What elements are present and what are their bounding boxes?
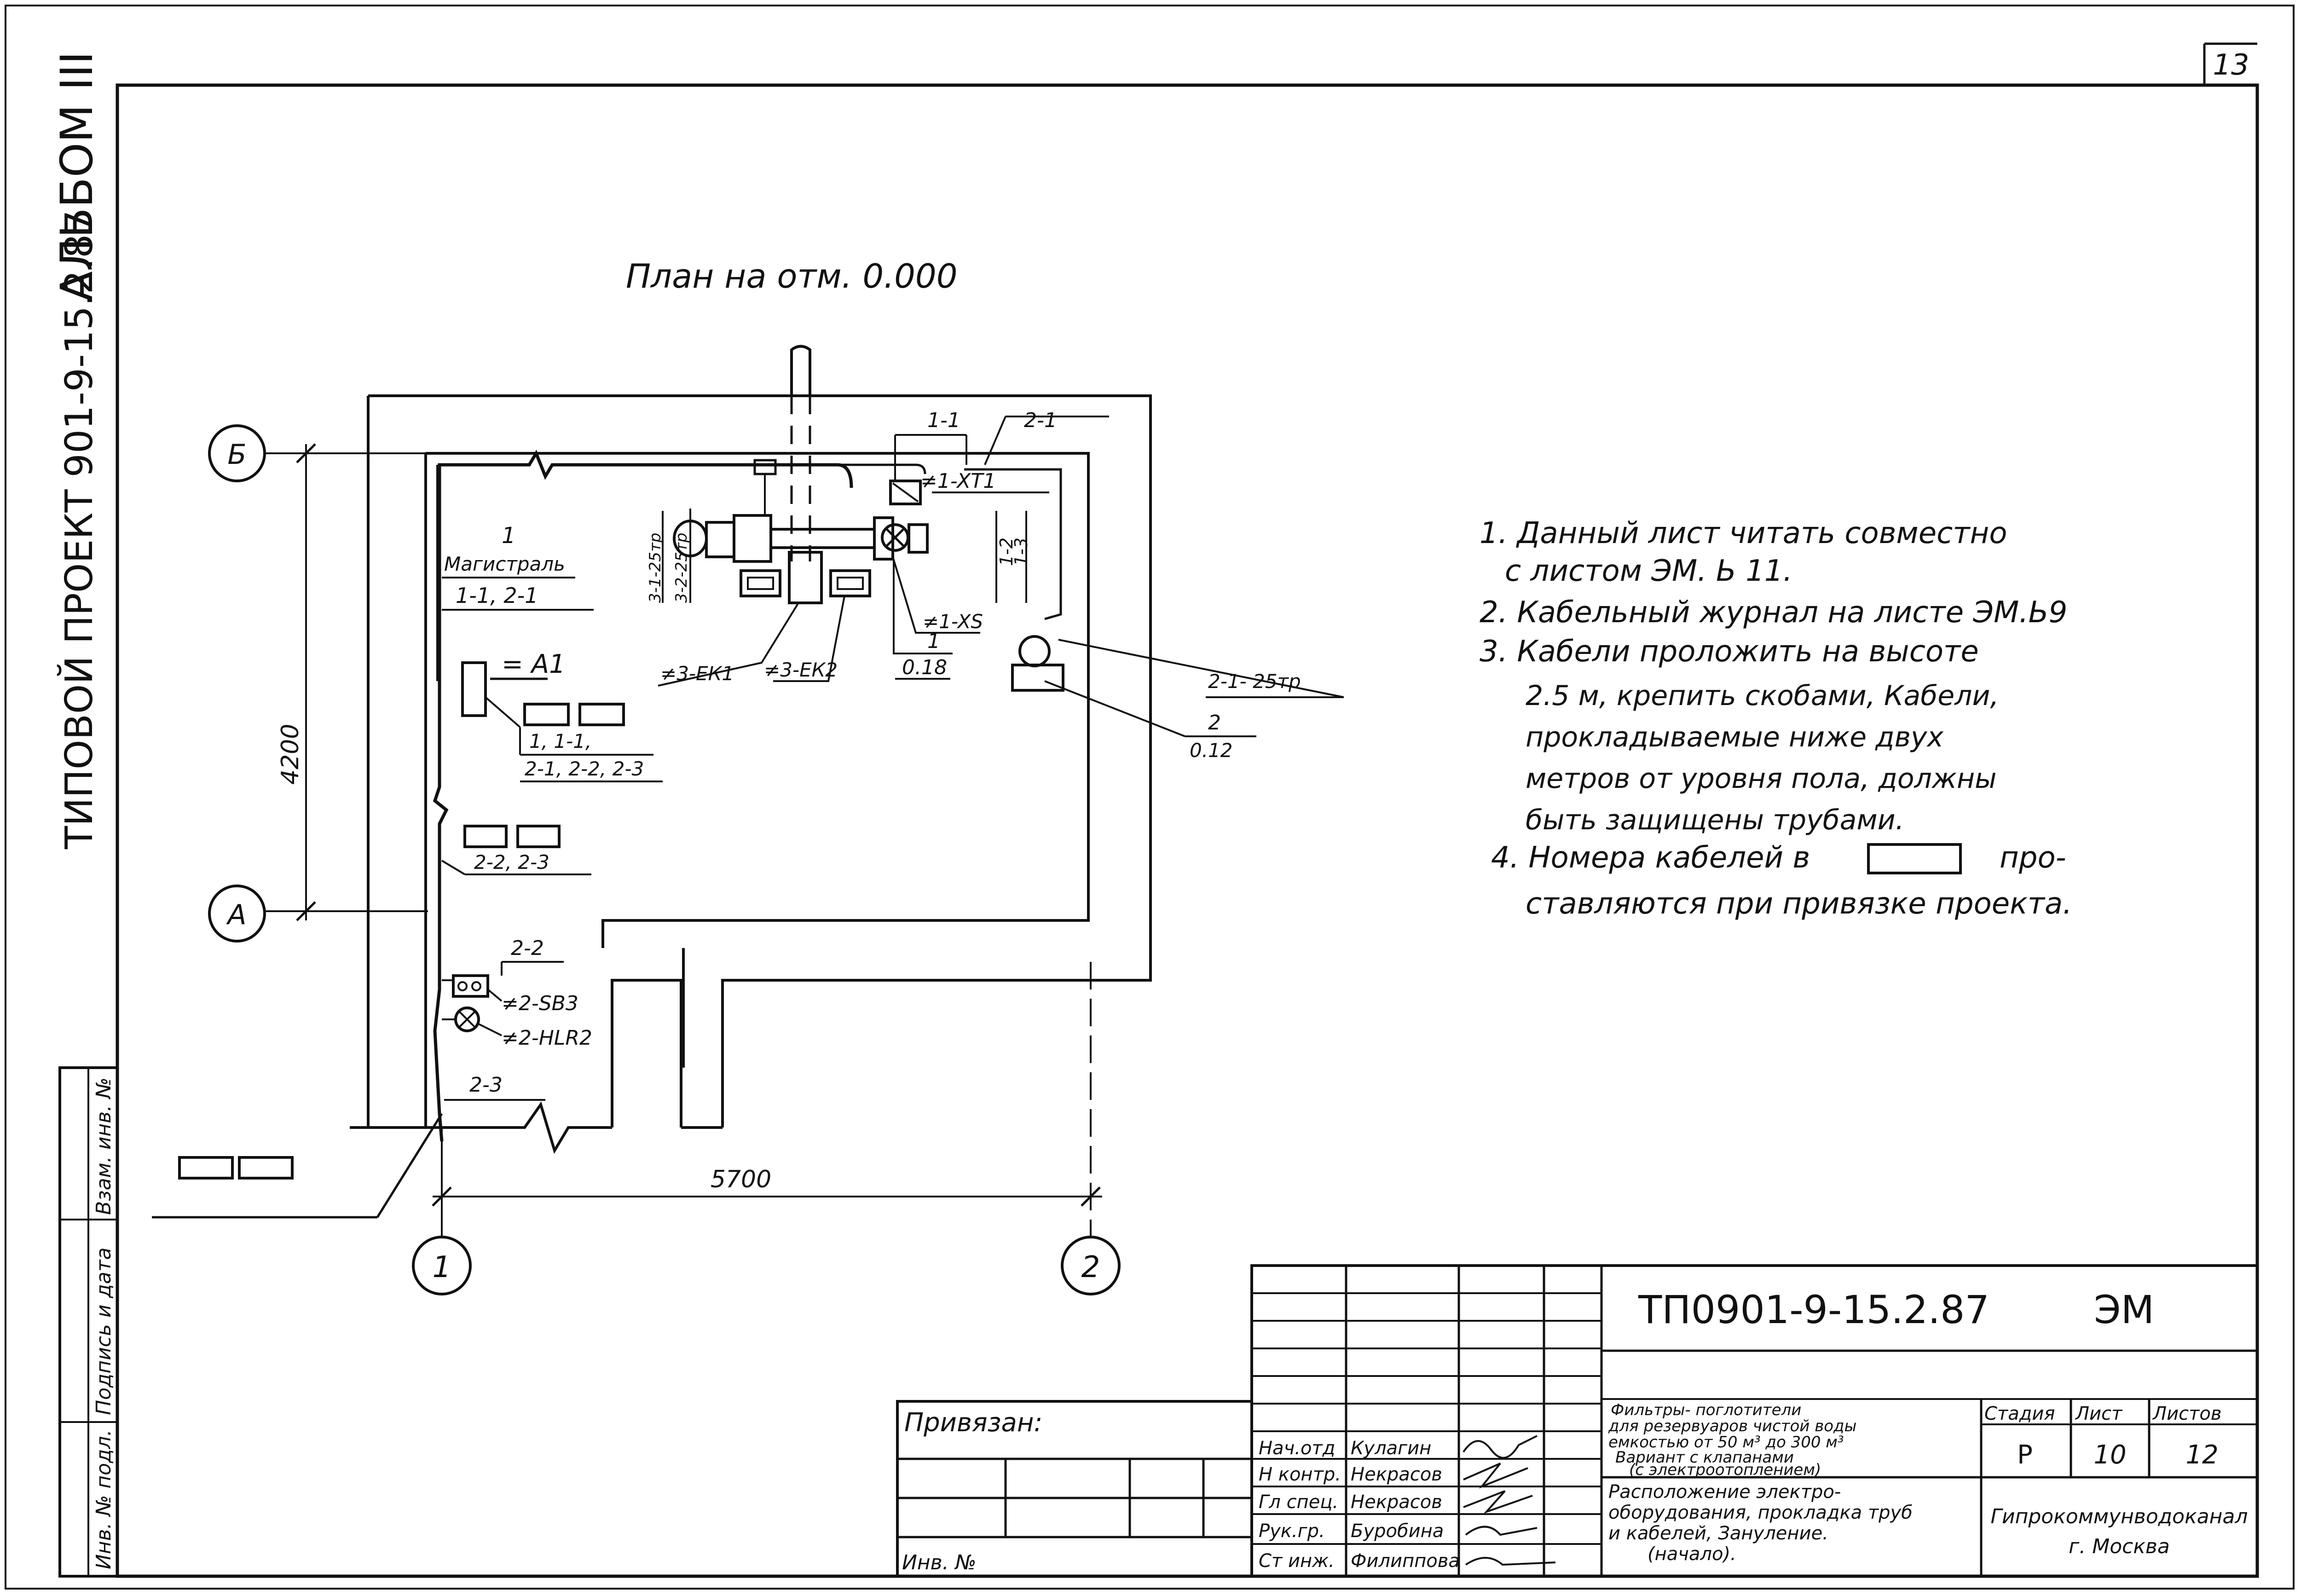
stage-value: Р [2017, 1440, 2033, 1470]
title-block: Привязан: Инв. № ТП0901-9-15.2.87 ЭМ Нач… [896, 1264, 2259, 1578]
label-main-cables: 1-1, 2-1 [456, 583, 538, 608]
note-line-5: 2.5 м, крепить скобами, Кабели, [1526, 680, 1999, 712]
label-cables-22-23: 2-2, 2-3 [474, 851, 549, 873]
label-n2-val: 0.12 [1190, 739, 1233, 762]
label-n1-val: 0.18 [902, 656, 947, 679]
axis-bubble-a [208, 885, 266, 943]
sheets-label: Листов [2152, 1403, 2221, 1424]
name-3: Некрасов [1351, 1492, 1442, 1513]
label-main-num: 1 [502, 523, 516, 549]
axis-label-2: 2 [1081, 1250, 1100, 1284]
label-xt1: ≠1-XT1 [920, 469, 996, 493]
label-ek1: ≠3-ЕК1 [660, 662, 734, 685]
doc-code: ТП0901-9-15.2.87 [1638, 1287, 1989, 1332]
desc-top-4: Вариант с клапанами [1615, 1448, 1794, 1467]
stamp-vzam: Взам. инв. № [92, 1077, 116, 1215]
label-13: 1-3 [1011, 538, 1031, 566]
stamp-inv: Инв. № подл. [92, 1429, 116, 1569]
sheets-value: 12 [2185, 1440, 2218, 1470]
note-line-8: быть защищены трубами. [1526, 804, 1904, 836]
role-4: Рук.гр. [1259, 1521, 1325, 1542]
dimension-horizontal: 5700 [711, 1166, 771, 1193]
label-xs: ≠1-XS [923, 610, 983, 633]
note-line-2: с листом ЭМ. Ь 11. [1505, 554, 1792, 588]
note-line-10: ставляются при привязке проекта. [1526, 887, 2072, 921]
name-5: Филиппова [1351, 1550, 1460, 1572]
label-12: 1-2 [996, 538, 1017, 566]
label-hlr2: ≠2-HLR2 [502, 1026, 592, 1050]
note-line-6: прокладываемые ниже двух [1526, 721, 1944, 753]
label-21-25tr: 2-1- 25тр [1208, 670, 1301, 693]
role-3: Гл спец. [1259, 1492, 1338, 1513]
desc-top-3: емкостью от 50 м³ до 300 м³ [1608, 1433, 1844, 1451]
label-cabinet-cables-2: 2-1, 2-2, 2-3 [525, 758, 644, 780]
desc-bottom-4: (начало). [1648, 1544, 1736, 1565]
page-number: 13 [2213, 48, 2249, 81]
plan-title: План на отм. 0.000 [626, 257, 958, 295]
role-1: Нач.отд [1259, 1438, 1335, 1459]
label-32-25tr: 3-2-25тр [672, 533, 691, 603]
label-31-25tr: 3-1-25тр [646, 533, 665, 603]
notes-block: 1. Данный лист читать совместно с листом… [1480, 516, 2072, 921]
label-sb3: ≠2-SB3 [502, 992, 578, 1015]
axis-label-a: А [225, 899, 246, 931]
sheet-label: Лист [2075, 1403, 2123, 1424]
desc-top-1: Фильтры- поглотители [1611, 1401, 1801, 1419]
stamp-podpis: Подпись и дата [92, 1248, 116, 1415]
role-2: Н контр. [1259, 1464, 1341, 1485]
sheet-value: 10 [2093, 1440, 2126, 1470]
album-label: АЛЬБОМ III [51, 52, 103, 301]
label-cabinet-cables-1: 1, 1-1, [529, 730, 591, 752]
axis-label-b: Б [227, 439, 246, 471]
desc-bottom-3: и кабелей, Зануление. [1608, 1523, 1828, 1544]
sheet-border [5, 5, 2295, 1590]
name-2: Некрасов [1351, 1464, 1442, 1485]
building-outline-outer [367, 394, 1152, 1128]
label-cabinet: = А1 [502, 649, 566, 679]
org-name: Гипрокоммунводоканал [1990, 1505, 2248, 1528]
label-23: 2-3 [469, 1073, 503, 1097]
desc-top-5: (с электроотоплением) [1629, 1461, 1821, 1479]
note-line-4: 3. Кабели проложить на высоте [1480, 635, 1979, 669]
note-line-9: 4. Номера кабелей в [1491, 841, 1810, 875]
label-n2: 2 [1208, 711, 1221, 734]
name-4: Буробина [1351, 1521, 1444, 1542]
note-line-3: 2. Кабельный журнал на листе ЭМ.Ь9 [1480, 596, 2067, 630]
axis-bubble-b [208, 424, 266, 482]
name-1: Кулагин [1351, 1438, 1431, 1459]
label-main-title: Магистраль [444, 553, 565, 575]
doc-mark: ЭМ [2094, 1287, 2154, 1332]
note-line-9-tail: про- [2000, 841, 2066, 875]
org-city: г. Москва [2069, 1535, 2170, 1558]
label-n1: 1 [927, 630, 940, 653]
building-outline-inner [424, 452, 1090, 1128]
desc-bottom-2: оборудования, прокладка труб [1608, 1502, 1913, 1523]
label-11: 1-1 [927, 409, 960, 432]
note-line-7: метров от уровня пола, должны [1526, 763, 1997, 795]
dimension-vertical: 4200 [277, 724, 304, 785]
label-21: 2-1 [1024, 409, 1057, 432]
desc-bottom-1: Расположение электро- [1608, 1481, 1841, 1503]
cable-number-box [1867, 843, 1962, 874]
axis-bubble-1 [412, 1236, 472, 1295]
label-22: 2-2 [511, 937, 544, 960]
axis-label-1: 1 [433, 1250, 451, 1284]
project-code-vertical: ТИПОВОЙ ПРОЕКТ 901-9-15.2.87 [57, 210, 101, 850]
note-line-1: 1. Данный лист читать совместно [1480, 516, 2007, 550]
role-5: Ст инж. [1259, 1550, 1335, 1572]
privyazan-label: Привязан: [904, 1408, 1042, 1438]
inv-no-label: Инв. № [902, 1551, 976, 1574]
label-ek2: ≠3-ЕК2 [764, 659, 838, 681]
stage-label: Стадия [1984, 1403, 2055, 1424]
desc-top-2: для резервуаров чистой воды [1608, 1417, 1856, 1435]
axis-bubble-2 [1061, 1236, 1121, 1295]
